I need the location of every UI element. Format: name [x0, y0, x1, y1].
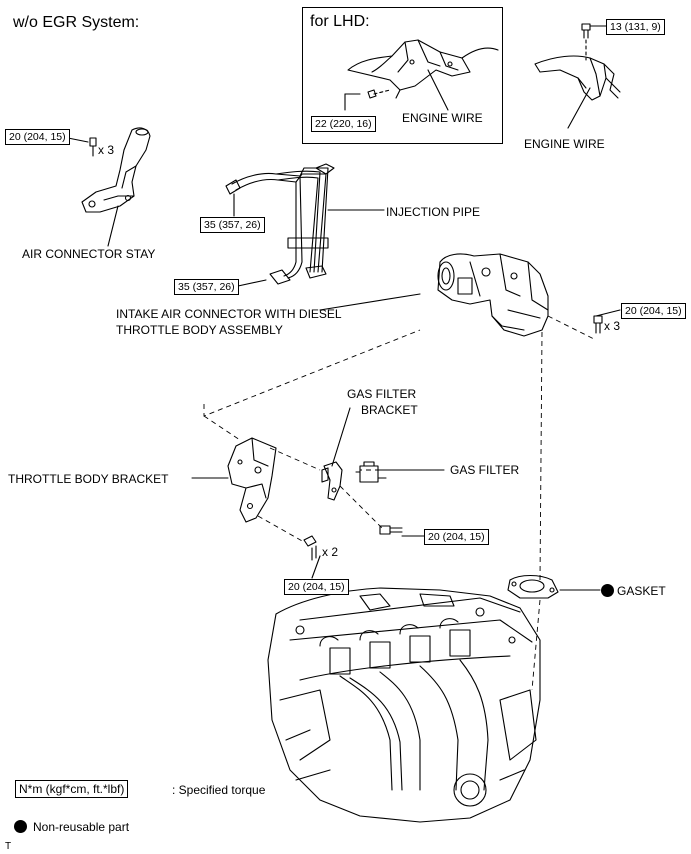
gas-filter-bracket-torque-box: 20 (204, 15) [424, 529, 489, 545]
lhd-engine-wire-label: ENGINE WIRE [402, 111, 483, 125]
legend-torque-key: N*m (kgf*cm, ft.*lbf) [15, 780, 129, 798]
injection-pipe-upper-torque-box: 35 (357, 26) [200, 217, 265, 233]
gas-filter-label: GAS FILTER [450, 463, 520, 477]
intake-air-connector-part [437, 253, 549, 337]
lhd-torque-box: 22 (220, 16) [311, 116, 376, 132]
legend-nonreusable-mark [14, 820, 27, 833]
intake-air-connector-qty: x 3 [604, 319, 621, 333]
throttle-body-bracket-qty: x 2 [322, 545, 339, 559]
intake-air-connector-label-line2: THROTTLE BODY ASSEMBLY [116, 323, 283, 337]
air-connector-stay-part [81, 127, 151, 213]
intake-air-connector-torque-box: 20 (204, 15) [621, 303, 686, 319]
gas-filter-bracket-part [321, 461, 343, 501]
gasket-part [507, 574, 559, 599]
engine-wire-label: ENGINE WIRE [524, 137, 605, 151]
air-connector-stay-label: AIR CONNECTOR STAY [22, 247, 156, 261]
throttle-body-bracket-torque-box: 20 (204, 15) [284, 579, 349, 595]
throttle-body-bracket-part [227, 437, 277, 523]
footer-mark: T [5, 841, 12, 852]
lhd-engine-wire-bracket [347, 39, 499, 99]
gas-filter-bracket-label-line2: BRACKET [361, 403, 418, 417]
legend-torque-desc: : Specified torque [172, 783, 266, 797]
gas-filter-part [355, 461, 387, 483]
air-connector-stay-torque-box: 20 (204, 15) [5, 129, 70, 145]
lhd-inset-frame [302, 7, 503, 144]
engine-wire-torque-box: 13 (131, 9) [606, 19, 665, 35]
gasket-label: GASKET [617, 584, 666, 598]
air-connector-stay-qty: x 3 [98, 143, 115, 157]
engine-wire-bracket [534, 23, 621, 101]
lhd-inset-title: for LHD: [310, 13, 370, 30]
injection-pipe-lower-torque-box: 35 (357, 26) [174, 279, 239, 295]
gas-filter-bracket-label-line1: GAS FILTER [347, 387, 417, 401]
intake-air-connector-label-line1: INTAKE AIR CONNECTOR WITH DIESEL [116, 307, 342, 321]
gasket-nonreusable-mark [601, 584, 614, 597]
throttle-body-bracket-label: THROTTLE BODY BRACKET [8, 472, 169, 486]
legend-nonreusable-desc: Non-reusable part [33, 820, 130, 834]
injection-pipe-part [225, 163, 335, 285]
injection-pipe-label: INJECTION PIPE [386, 205, 481, 219]
engine-block-part [267, 587, 541, 823]
page-title: w/o EGR System: [13, 14, 140, 31]
